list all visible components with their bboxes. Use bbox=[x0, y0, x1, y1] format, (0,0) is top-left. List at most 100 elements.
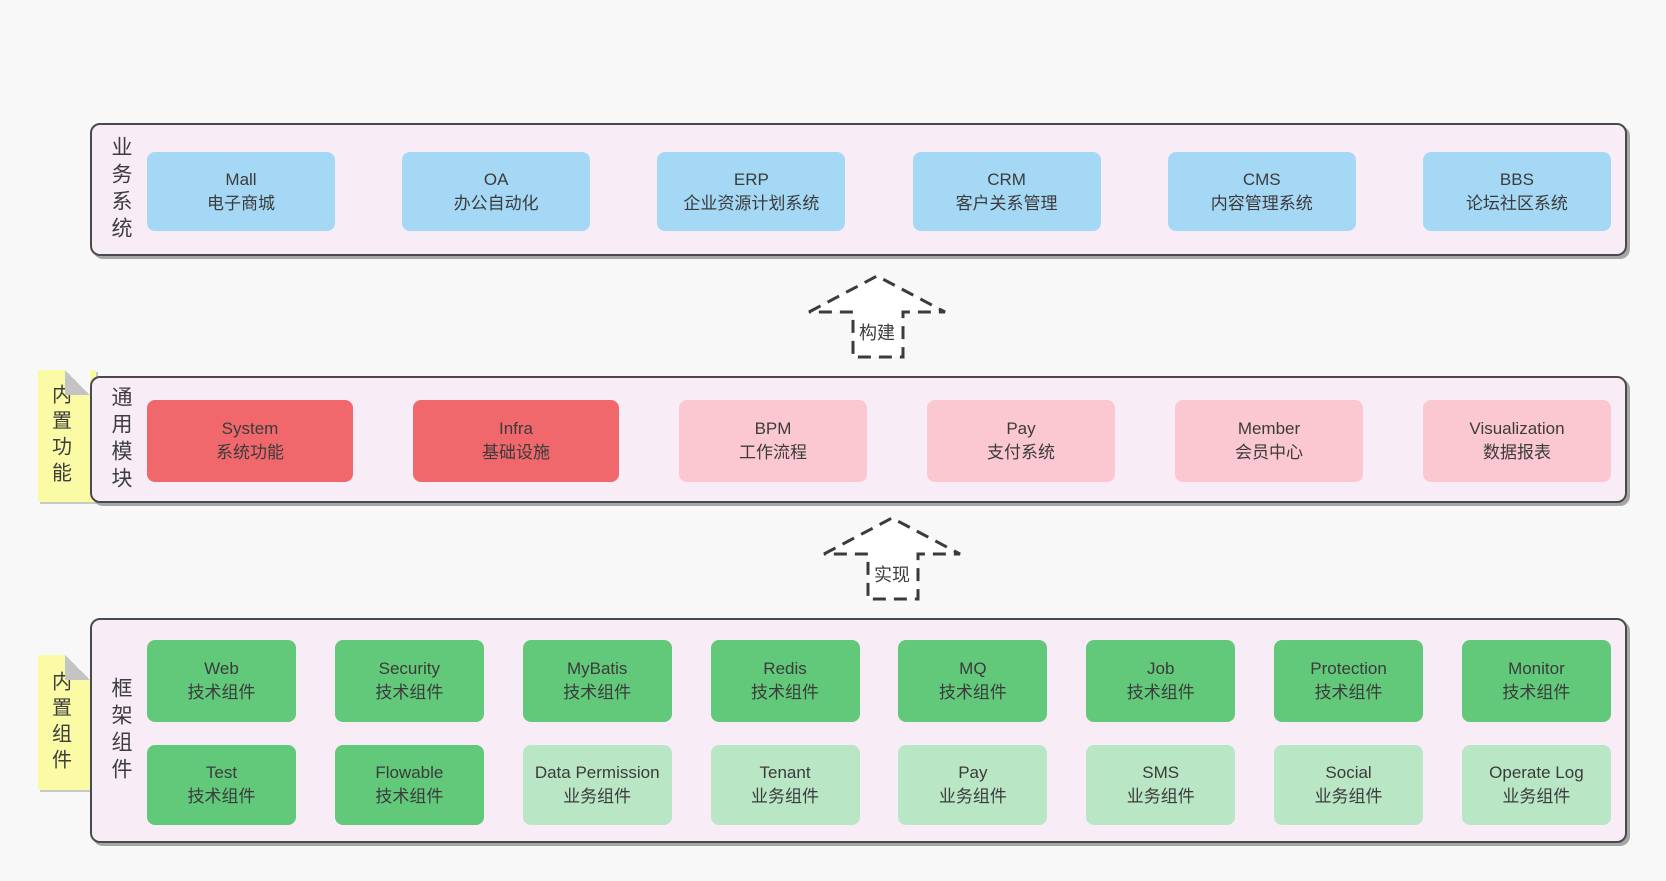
modules-boxes-row: System 系统功能 Infra 基础设施 BPM 工作流程 Pay 支付系统… bbox=[147, 400, 1611, 482]
section-business-systems: 业务系统 Mall 电子商城 OA 办公自动化 ERP 企业资源计划系统 CRM… bbox=[90, 123, 1627, 256]
sticky-tab-built-in-features: 内置功能 bbox=[38, 370, 96, 502]
section-framework-components: 框架组件 Web 技术组件 Security 技术组件 MyBatis 技术组件… bbox=[90, 618, 1627, 843]
box-subtitle: 技术组件 bbox=[375, 787, 444, 806]
box-title: Visualization bbox=[1469, 419, 1565, 438]
box-title: SMS bbox=[1142, 763, 1180, 782]
box-tenant: Tenant 业务组件 bbox=[710, 745, 860, 825]
box-subtitle: 业务组件 bbox=[563, 787, 632, 806]
box-title: Redis bbox=[763, 659, 807, 678]
box-system: System 系统功能 bbox=[147, 400, 353, 482]
box-title: CMS bbox=[1242, 169, 1281, 189]
box-sms: SMS 业务组件 bbox=[1086, 745, 1236, 825]
box-subtitle: 技术组件 bbox=[938, 683, 1007, 702]
box-title: Pay bbox=[1006, 419, 1036, 438]
implement-arrow: 实现 bbox=[822, 516, 962, 602]
box-title: Web bbox=[204, 659, 239, 678]
box-subtitle: 企业资源计划系统 bbox=[683, 193, 820, 213]
section-label-components: 框架组件 bbox=[109, 676, 132, 785]
box-subtitle: 电子商城 bbox=[207, 193, 275, 213]
box-operate-log: Operate Log 业务组件 bbox=[1461, 745, 1611, 825]
box-job: Job 技术组件 bbox=[1086, 640, 1236, 722]
box-title: Pay bbox=[958, 763, 988, 782]
box-title: Data Permission bbox=[534, 763, 660, 782]
dashed-up-arrow-icon bbox=[823, 516, 961, 601]
box-security: Security 技术组件 bbox=[334, 640, 484, 722]
box-mq: MQ 技术组件 bbox=[898, 640, 1048, 722]
box-visualization: Visualization 数据报表 bbox=[1423, 400, 1611, 482]
box-crm: CRM 客户关系管理 bbox=[912, 152, 1101, 231]
box-member: Member 会员中心 bbox=[1175, 400, 1363, 482]
box-subtitle: 技术组件 bbox=[1314, 683, 1383, 702]
box-title: Social bbox=[1325, 763, 1372, 782]
box-redis: Redis 技术组件 bbox=[710, 640, 860, 722]
box-subtitle: 技术组件 bbox=[751, 683, 820, 702]
box-subtitle: 客户关系管理 bbox=[955, 193, 1058, 213]
box-subtitle: 业务组件 bbox=[1314, 787, 1383, 806]
box-title: Tenant bbox=[759, 763, 811, 782]
box-bpm: BPM 工作流程 bbox=[679, 400, 867, 482]
box-infra: Infra 基础设施 bbox=[413, 400, 619, 482]
build-arrow-label: 构建 bbox=[857, 319, 897, 345]
box-subtitle: 业务组件 bbox=[938, 787, 1007, 806]
box-social: Social 业务组件 bbox=[1274, 745, 1424, 825]
box-subtitle: 技术组件 bbox=[563, 683, 632, 702]
box-subtitle: 技术组件 bbox=[375, 683, 444, 702]
box-subtitle: 工作流程 bbox=[739, 443, 807, 462]
section-label-modules: 通用模块 bbox=[109, 385, 132, 494]
box-subtitle: 基础设施 bbox=[482, 443, 550, 462]
dashed-up-arrow-icon bbox=[808, 274, 946, 359]
components-row-2: Test 技术组件 Flowable 技术组件 Data Permission … bbox=[147, 745, 1611, 825]
box-title: MyBatis bbox=[566, 659, 628, 678]
box-monitor: Monitor 技术组件 bbox=[1461, 640, 1611, 722]
box-subtitle: 技术组件 bbox=[1126, 683, 1195, 702]
box-title: BBS bbox=[1499, 169, 1534, 189]
box-title: Test bbox=[205, 763, 238, 782]
folded-corner bbox=[65, 370, 90, 395]
sticky-tab-label: 内置组件 bbox=[48, 670, 71, 775]
box-title: OA bbox=[483, 169, 509, 189]
sticky-tab-label: 内置功能 bbox=[48, 384, 71, 488]
section-label-business: 业务系统 bbox=[109, 135, 132, 244]
box-title: Job bbox=[1147, 659, 1175, 678]
box-title: Monitor bbox=[1508, 659, 1565, 678]
box-subtitle: 办公自动化 bbox=[453, 193, 539, 213]
box-title: Mall bbox=[225, 169, 257, 189]
folded-corner bbox=[65, 655, 90, 680]
components-row-1: Web 技术组件 Security 技术组件 MyBatis 技术组件 Redi… bbox=[147, 640, 1611, 722]
box-bbs: BBS 论坛社区系统 bbox=[1422, 152, 1611, 231]
section-common-modules: 通用模块 System 系统功能 Infra 基础设施 BPM 工作流程 Pay… bbox=[90, 376, 1627, 503]
box-subtitle: 支付系统 bbox=[987, 443, 1055, 462]
box-subtitle: 业务组件 bbox=[751, 787, 820, 806]
box-title: MQ bbox=[959, 659, 987, 678]
box-subtitle: 业务组件 bbox=[1502, 787, 1571, 806]
box-mall: Mall 电子商城 bbox=[147, 152, 335, 231]
box-title: BPM bbox=[754, 419, 792, 438]
box-pay-component: Pay 业务组件 bbox=[898, 745, 1048, 825]
box-title: Protection bbox=[1310, 659, 1387, 678]
box-erp: ERP 企业资源计划系统 bbox=[657, 152, 846, 231]
box-subtitle: 系统功能 bbox=[216, 443, 284, 462]
box-subtitle: 技术组件 bbox=[187, 787, 256, 806]
box-flowable: Flowable 技术组件 bbox=[334, 745, 484, 825]
box-protection: Protection 技术组件 bbox=[1274, 640, 1424, 722]
box-title: Flowable bbox=[375, 763, 444, 782]
box-test: Test 技术组件 bbox=[147, 745, 296, 825]
box-oa: OA 办公自动化 bbox=[402, 152, 591, 231]
box-cms: CMS 内容管理系统 bbox=[1167, 152, 1356, 231]
box-subtitle: 业务组件 bbox=[1126, 787, 1195, 806]
box-subtitle: 会员中心 bbox=[1235, 443, 1303, 462]
box-subtitle: 论坛社区系统 bbox=[1465, 193, 1568, 213]
box-subtitle: 数据报表 bbox=[1483, 443, 1551, 462]
box-mybatis: MyBatis 技术组件 bbox=[522, 640, 672, 722]
box-web: Web 技术组件 bbox=[147, 640, 296, 722]
box-subtitle: 技术组件 bbox=[187, 683, 256, 702]
box-pay-module: Pay 支付系统 bbox=[927, 400, 1115, 482]
box-subtitle: 内容管理系统 bbox=[1210, 193, 1313, 213]
implement-arrow-label: 实现 bbox=[872, 561, 912, 587]
box-title: Member bbox=[1237, 419, 1301, 438]
box-title: CRM bbox=[987, 169, 1026, 189]
sticky-tab-built-in-components: 内置组件 bbox=[38, 655, 96, 790]
box-title: Infra bbox=[498, 419, 534, 438]
build-arrow: 构建 bbox=[807, 274, 947, 360]
